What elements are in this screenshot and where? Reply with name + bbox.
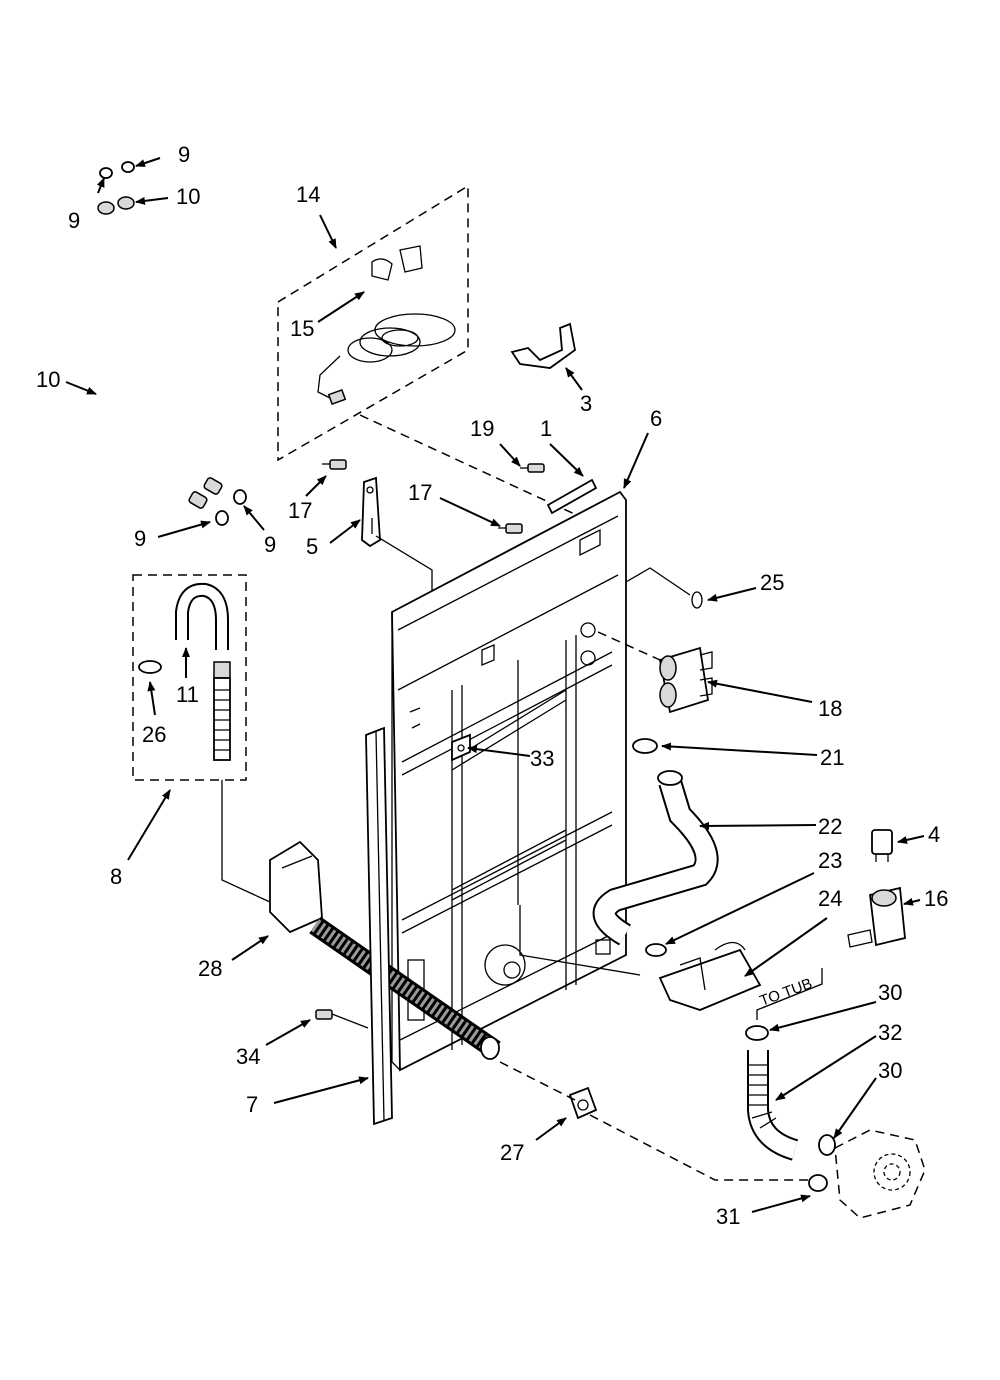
screw-17b bbox=[498, 523, 523, 534]
part-24 bbox=[658, 941, 762, 1011]
callout-30b: 30 bbox=[878, 1058, 902, 1083]
hose-washers bbox=[99, 161, 247, 526]
clamp-23 bbox=[645, 943, 667, 957]
callout-8: 8 bbox=[110, 864, 122, 889]
hose-22 bbox=[592, 770, 719, 946]
callout-10b: 10 bbox=[36, 367, 60, 392]
callout-24: 24 bbox=[818, 886, 842, 911]
drain-hose-kit bbox=[132, 574, 271, 903]
callout-32: 32 bbox=[878, 1020, 902, 1045]
callout-34: 34 bbox=[236, 1044, 260, 1069]
bracket-28 bbox=[269, 840, 323, 934]
callout-26: 26 bbox=[142, 722, 166, 747]
callout-10a: 10 bbox=[176, 184, 200, 209]
clamp-30b bbox=[818, 1134, 836, 1156]
callout-1: 1 bbox=[540, 416, 552, 441]
leader-24 bbox=[519, 905, 641, 976]
callout-23: 23 bbox=[818, 848, 842, 873]
clamp-30a bbox=[745, 1025, 769, 1041]
callout-arrows bbox=[65, 157, 925, 1213]
callout-7: 7 bbox=[246, 1092, 258, 1117]
part-4 bbox=[871, 829, 893, 862]
callout-15: 15 bbox=[290, 316, 314, 341]
callout-6: 6 bbox=[650, 406, 662, 431]
hose-32 bbox=[747, 1050, 799, 1161]
callout-16: 16 bbox=[924, 886, 948, 911]
callout-19: 19 bbox=[470, 416, 494, 441]
side-rail bbox=[365, 726, 393, 1126]
clamp-27 bbox=[568, 1086, 598, 1120]
screw-17a bbox=[322, 459, 347, 470]
callout-18: 18 bbox=[818, 696, 842, 721]
callout-17a: 17 bbox=[288, 498, 312, 523]
callout-5: 5 bbox=[306, 534, 318, 559]
cord-leader bbox=[359, 414, 621, 536]
callout-17b: 17 bbox=[408, 480, 432, 505]
inlet-hoses bbox=[97, 196, 223, 509]
valve-leader bbox=[597, 631, 661, 661]
power-cord-kit bbox=[277, 184, 469, 462]
callout-25: 25 bbox=[760, 570, 784, 595]
callout-9d: 9 bbox=[264, 532, 276, 557]
screw-19 bbox=[520, 463, 545, 473]
to-tub-label: TO TUB bbox=[756, 968, 823, 1020]
part-25 bbox=[625, 567, 703, 609]
callout-22: 22 bbox=[818, 814, 842, 839]
screw-34 bbox=[315, 1009, 369, 1029]
callout-9c: 9 bbox=[134, 526, 146, 551]
callout-27: 27 bbox=[500, 1140, 524, 1165]
leader-27 bbox=[499, 1061, 810, 1181]
callout-9b: 9 bbox=[178, 142, 190, 167]
pump-housing bbox=[834, 1129, 926, 1219]
callout-33: 33 bbox=[530, 746, 554, 771]
callout-11: 11 bbox=[176, 682, 199, 707]
callout-labels: 9 9 10 10 9 9 14 15 3 19 1 6 17 17 5 25 … bbox=[36, 142, 948, 1229]
callout-21: 21 bbox=[820, 745, 844, 770]
clamp-21 bbox=[632, 738, 658, 754]
drain-hose bbox=[309, 916, 501, 1060]
callout-4: 4 bbox=[928, 822, 940, 847]
svg-text:TO TUB: TO TUB bbox=[758, 975, 815, 1010]
callout-28: 28 bbox=[198, 956, 222, 981]
bracket-3 bbox=[510, 322, 576, 369]
part-1 bbox=[546, 478, 598, 515]
callout-9a: 9 bbox=[68, 208, 80, 233]
callout-31: 31 bbox=[716, 1204, 740, 1229]
clamp-31 bbox=[808, 1174, 828, 1192]
water-valve bbox=[658, 646, 713, 714]
callout-3: 3 bbox=[580, 391, 592, 416]
callout-14: 14 bbox=[296, 182, 320, 207]
rear-panel bbox=[391, 490, 627, 1072]
clip-5 bbox=[361, 476, 433, 660]
pump-16 bbox=[847, 886, 906, 948]
callout-30a: 30 bbox=[878, 980, 902, 1005]
